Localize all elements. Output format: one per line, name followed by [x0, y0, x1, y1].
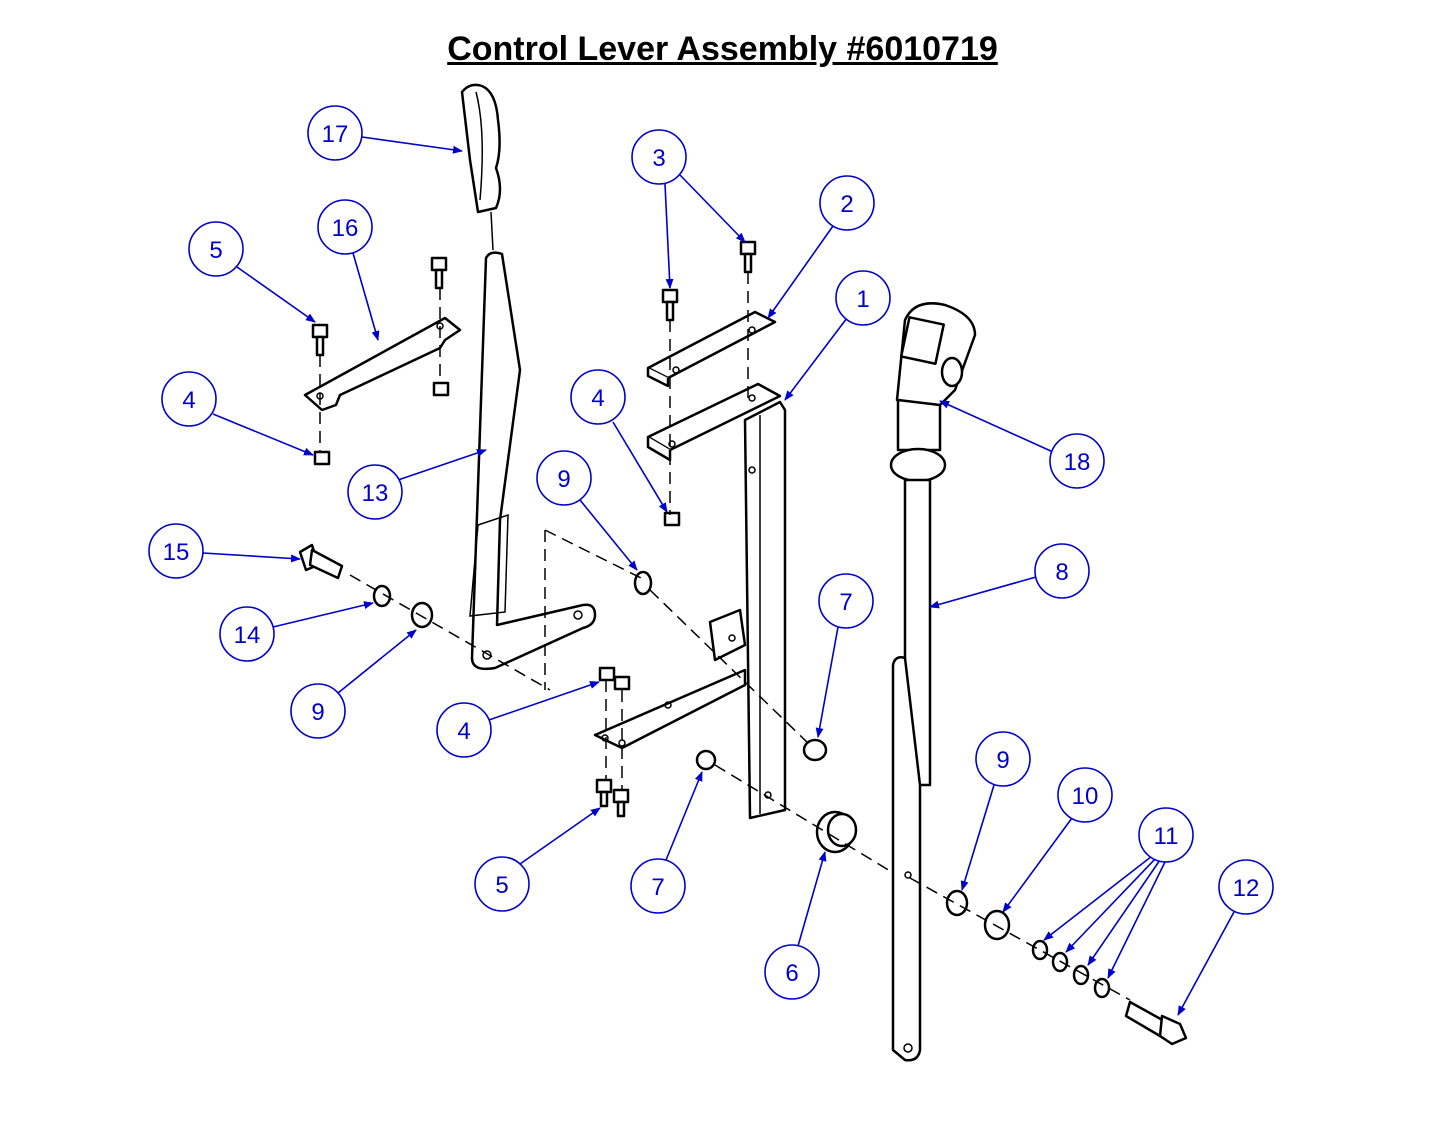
svg-text:10: 10 — [1072, 783, 1099, 810]
parts — [298, 83, 1188, 1062]
svg-text:2: 2 — [840, 191, 853, 218]
part-bolts — [311, 240, 757, 818]
svg-text:13: 13 — [362, 480, 389, 507]
part-grip-17 — [460, 83, 502, 251]
part-bottom-bracket — [593, 608, 747, 790]
svg-text:8: 8 — [1055, 559, 1068, 586]
callout-13: 13 — [347, 449, 487, 520]
svg-text:4: 4 — [182, 387, 195, 414]
callout-18: 18 — [939, 400, 1105, 489]
callout-12: 12 — [1177, 859, 1274, 1016]
svg-text:14: 14 — [234, 622, 261, 649]
svg-text:11: 11 — [1154, 823, 1179, 850]
svg-text:5: 5 — [495, 872, 508, 899]
part-nuts — [313, 381, 681, 691]
callout-3: 3 — [631, 129, 746, 289]
callout-9-right: 9 — [960, 731, 1031, 891]
callout-9-mid: 9 — [536, 450, 638, 571]
callout-15: 15 — [148, 523, 301, 579]
svg-text:6: 6 — [785, 960, 798, 987]
callout-8: 8 — [929, 543, 1090, 609]
svg-text:12: 12 — [1233, 875, 1260, 902]
svg-text:7: 7 — [839, 589, 852, 616]
callout-14: 14 — [219, 601, 374, 662]
svg-text:3: 3 — [652, 145, 665, 172]
callout-5-top: 5 — [188, 221, 316, 323]
callout-2: 2 — [767, 175, 875, 319]
svg-text:17: 17 — [322, 121, 349, 148]
callout-16: 16 — [317, 199, 380, 341]
svg-text:18: 18 — [1064, 449, 1091, 476]
svg-text:15: 15 — [163, 539, 190, 566]
svg-text:9: 9 — [996, 747, 1009, 774]
callout-7-right: 7 — [815, 573, 874, 738]
svg-text:4: 4 — [591, 385, 604, 412]
callout-7-bottom: 7 — [630, 771, 703, 914]
part-lever-arm-13 — [469, 251, 597, 671]
svg-text:9: 9 — [311, 699, 324, 726]
callout-1: 1 — [784, 270, 891, 401]
callouts: 17 3 2 16 5 1 — [148, 105, 1274, 1016]
part-washers-right — [909, 877, 1188, 1046]
part-handle-18 — [889, 302, 977, 483]
part-plates — [319, 272, 782, 515]
part-channel-1 — [743, 400, 787, 820]
svg-text:4: 4 — [457, 718, 470, 745]
callout-4-bottom: 4 — [436, 681, 600, 758]
part-lever-8 — [891, 478, 932, 1062]
callout-5-bottom: 5 — [474, 807, 601, 912]
svg-text:7: 7 — [651, 874, 664, 901]
part-nuts-7 — [695, 738, 828, 771]
svg-text:9: 9 — [557, 466, 570, 493]
callout-10: 10 — [1002, 767, 1113, 913]
svg-text:5: 5 — [209, 237, 222, 264]
callout-11: 11 — [1043, 807, 1194, 979]
callout-4-mid: 4 — [570, 369, 668, 513]
part-bolt-15 — [298, 529, 811, 746]
part-spacer-6 — [714, 764, 906, 881]
svg-text:16: 16 — [332, 215, 359, 242]
callout-17: 17 — [307, 105, 463, 161]
callout-6: 6 — [764, 851, 827, 1000]
callout-4-left: 4 — [161, 371, 314, 456]
diagram-title: Control Lever Assembly #6010719 — [447, 30, 998, 68]
part-bracket-16 — [303, 316, 462, 412]
svg-text:1: 1 — [856, 286, 869, 313]
callout-9-left: 9 — [290, 629, 417, 739]
